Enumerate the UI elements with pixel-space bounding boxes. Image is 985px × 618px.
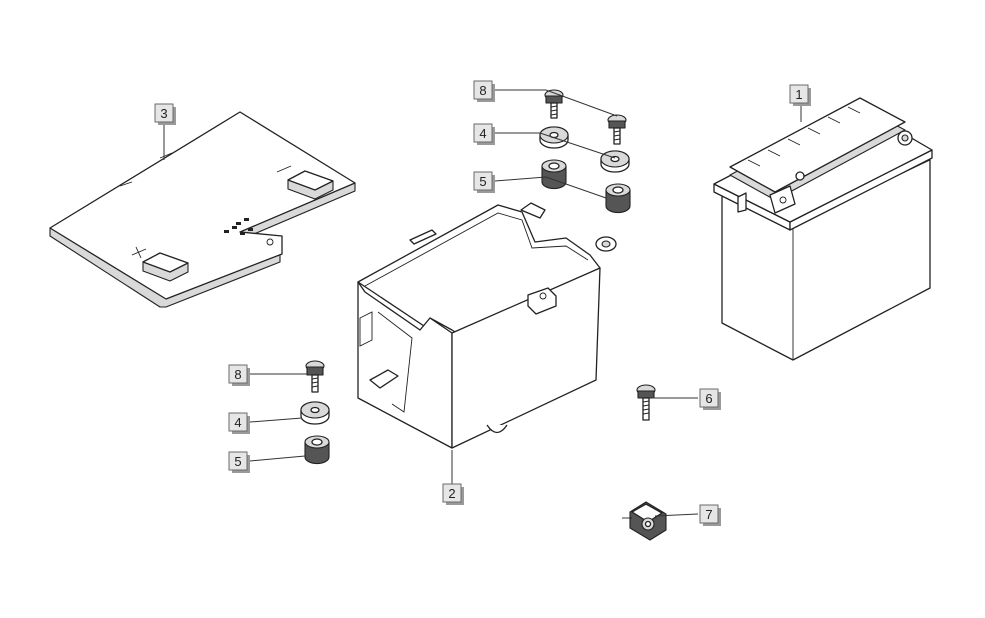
callout-label-5-bottom-text: 5 bbox=[234, 454, 241, 469]
callout-label-7: 7 bbox=[699, 504, 721, 526]
screw bbox=[636, 384, 656, 421]
callout-label-4-top: 4 bbox=[473, 123, 495, 145]
washer-top-right bbox=[600, 150, 630, 173]
minus-mark-icon bbox=[276, 165, 292, 173]
callout-label-1: 1 bbox=[789, 84, 811, 106]
callout-label-8-top: 8 bbox=[473, 80, 495, 102]
washer-bottom bbox=[300, 401, 330, 425]
grommet-bottom bbox=[304, 435, 330, 465]
grommet-top-left bbox=[541, 159, 567, 190]
callout-label-3-text: 3 bbox=[160, 106, 167, 121]
callout-label-8-bottom-text: 8 bbox=[234, 367, 241, 382]
plus-mark-icon bbox=[131, 246, 147, 259]
callout-label-4-bottom-text: 4 bbox=[234, 415, 241, 430]
callout-label-7-text: 7 bbox=[705, 507, 712, 522]
bolt-top-left bbox=[544, 89, 564, 119]
hardware-top-group bbox=[539, 89, 631, 214]
callout-label-4-bottom: 4 bbox=[228, 412, 250, 434]
battery-tray bbox=[357, 202, 617, 449]
callout-label-6: 6 bbox=[699, 388, 721, 410]
clip-nut bbox=[622, 501, 667, 541]
callout-label-5-top-text: 5 bbox=[479, 174, 486, 189]
bolt-top-right bbox=[607, 114, 627, 145]
battery bbox=[713, 97, 933, 361]
callout-label-8-bottom: 8 bbox=[228, 364, 250, 386]
callout-label-3: 3 bbox=[154, 103, 176, 125]
callout-label-8-top-text: 8 bbox=[479, 83, 486, 98]
battery-cover-plate bbox=[49, 111, 356, 308]
callout-label-1-text: 1 bbox=[795, 87, 802, 102]
bolt-bottom bbox=[305, 360, 325, 393]
leader-lines bbox=[163, 89, 802, 517]
grommet-top-right bbox=[605, 183, 631, 214]
callout-label-6-text: 6 bbox=[705, 391, 712, 406]
callout-label-2-text: 2 bbox=[448, 486, 455, 501]
hardware-bottom-group bbox=[300, 360, 330, 465]
callout-label-2: 2 bbox=[442, 483, 464, 505]
callout-label-5-bottom: 5 bbox=[228, 451, 250, 473]
callout-label-4-top-text: 4 bbox=[479, 126, 486, 141]
callout-label-5-top: 5 bbox=[473, 171, 495, 193]
